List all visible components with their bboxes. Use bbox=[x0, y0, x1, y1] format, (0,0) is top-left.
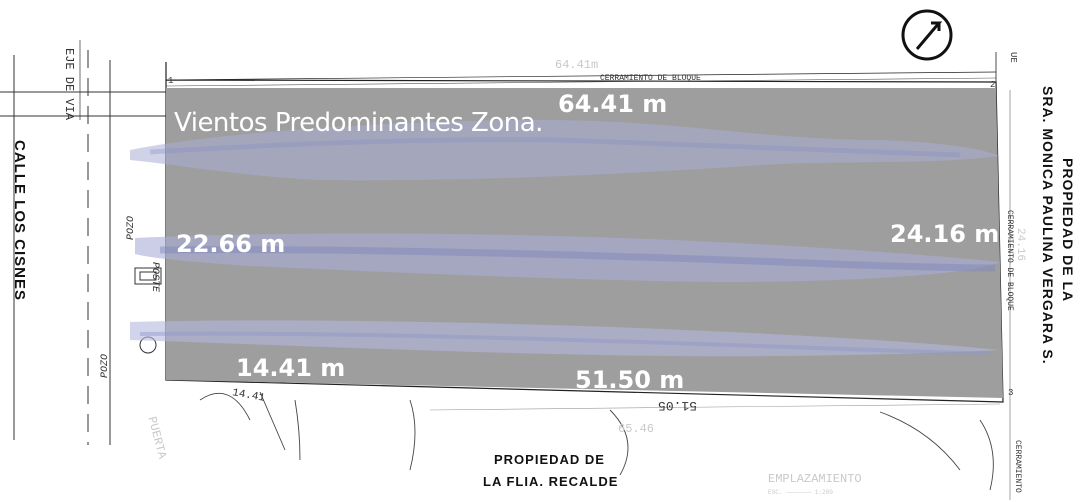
wind-band-top bbox=[130, 120, 1000, 181]
measure-top: 64.41 m bbox=[558, 90, 668, 118]
measure-right: 24.16 m bbox=[890, 220, 1000, 248]
wind-streak-bottom bbox=[139, 331, 991, 356]
bottom-curves bbox=[199, 391, 1001, 491]
dim-bottom-outer-label: 65.46 bbox=[618, 422, 655, 436]
dim-bottom-label: 51.05 bbox=[658, 398, 698, 413]
neighbor-right-line1: PROPIEDAD DE LA bbox=[1060, 158, 1076, 303]
dim-top-label: 64.41m bbox=[555, 58, 599, 72]
street-name-left: CALLE LOS CISNES bbox=[11, 140, 28, 302]
north-arrow-icon bbox=[901, 9, 953, 61]
pozo-label-2: POZO bbox=[100, 353, 111, 378]
pozo-symbols bbox=[134, 267, 162, 354]
measure-left: 22.66 m bbox=[176, 230, 286, 258]
pozo-label-1: POZO bbox=[126, 215, 137, 240]
corner-1: 1 bbox=[168, 76, 174, 86]
wind-streak-top bbox=[149, 137, 961, 158]
measure-bottom-left: 14.41 m bbox=[236, 354, 346, 382]
ue-label: UE bbox=[1008, 52, 1018, 63]
corner-2: 2 bbox=[990, 80, 996, 90]
dim-right-label: 24.16 bbox=[1014, 228, 1026, 262]
wind-title: Vientos Predominantes Zona. bbox=[174, 108, 543, 138]
wind-band-bottom bbox=[130, 320, 1000, 357]
corner-3: 3 bbox=[1008, 388, 1014, 398]
street-lines bbox=[0, 40, 170, 445]
cerramiento-top-label: CERRAMIENTO DE BLOQUE bbox=[600, 74, 701, 83]
eje-de-via-label: EJE DE VIA bbox=[62, 48, 76, 121]
neighbor-right-line2: SRA. MONICA PAULINA VERGARA S. bbox=[1040, 86, 1056, 365]
cerramiento-right-label: CERRAMIENTO DE BLOQUE bbox=[1005, 210, 1014, 311]
wind-band-middle bbox=[135, 233, 1000, 282]
emplazamiento-label: EMPLAZAMIENTO bbox=[768, 472, 862, 486]
cerramiento-corner-label: CERRAMIENTO bbox=[1013, 440, 1022, 493]
measure-bottom: 51.50 m bbox=[575, 366, 685, 394]
neighbor-bottom-line1: PROPIEDAD DE bbox=[494, 452, 605, 467]
escala-label: ESC. ——————— 1:200 bbox=[768, 489, 833, 496]
neighbor-bottom-line2: LA FLIA. RECALDE bbox=[483, 474, 619, 489]
poste-label: POSTE bbox=[149, 262, 160, 293]
wind-streak-middle bbox=[159, 246, 996, 272]
